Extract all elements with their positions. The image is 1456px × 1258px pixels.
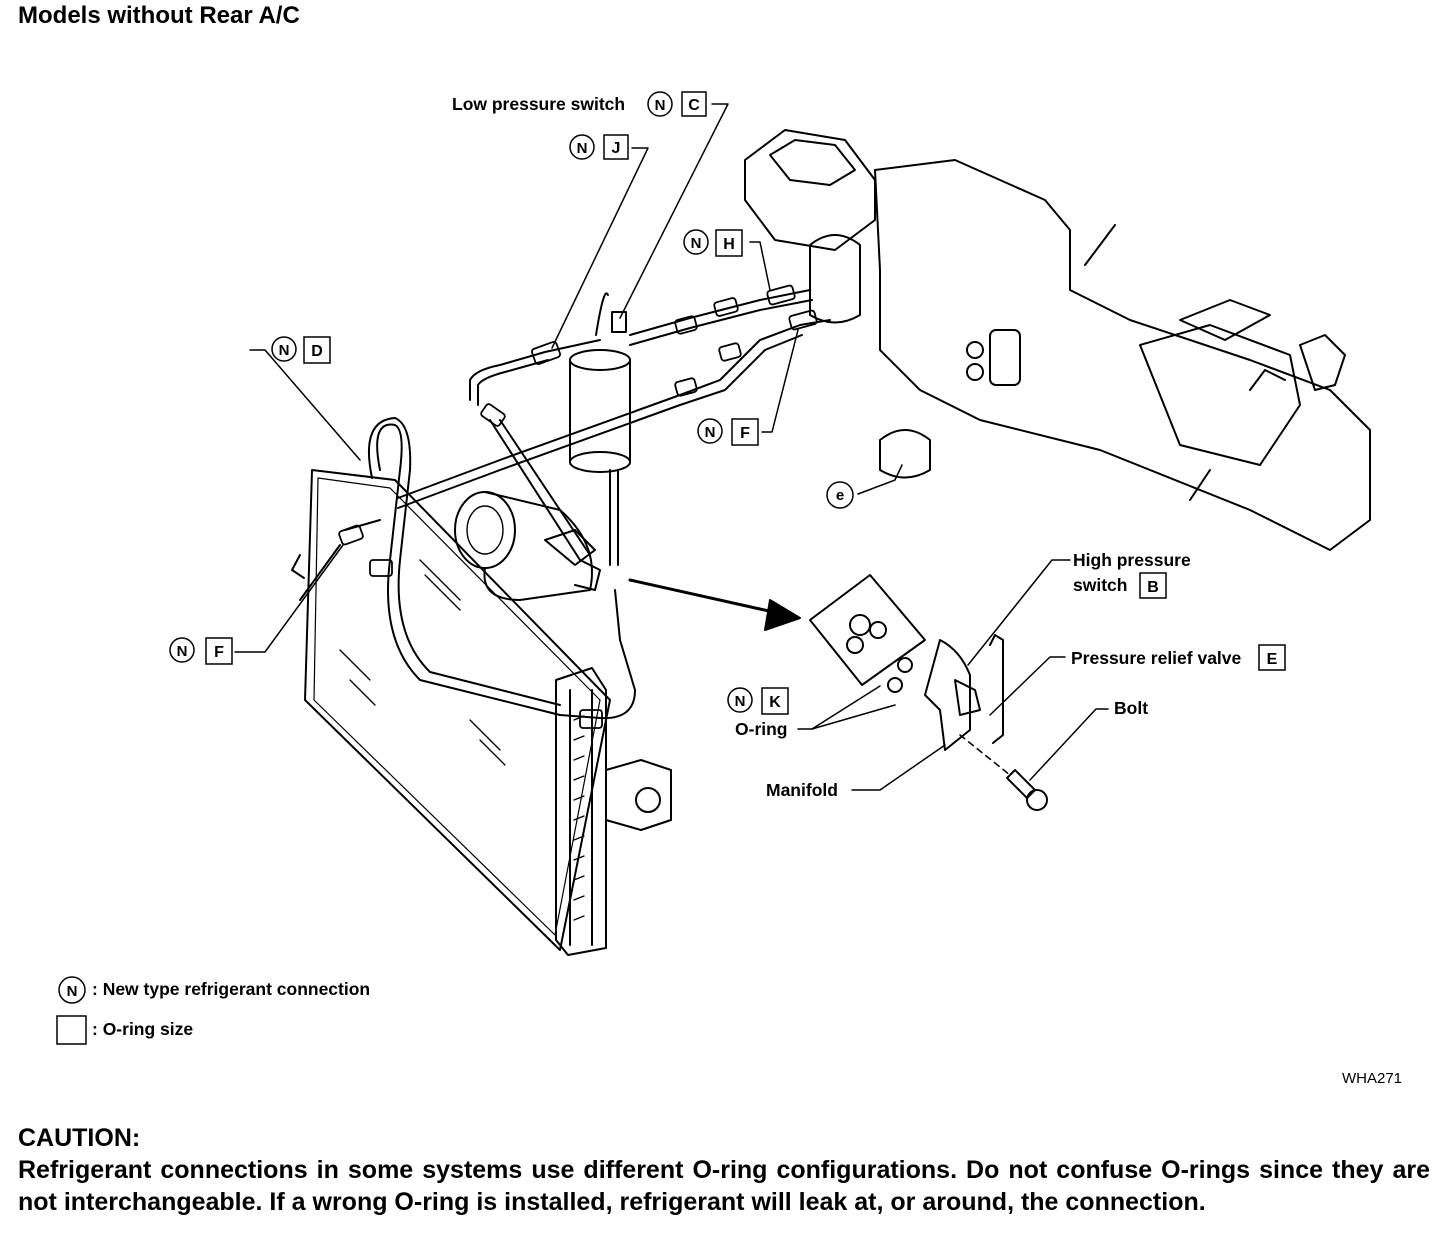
ac-system-diagram: Low pressure switch N C N J N H N D N F … xyxy=(56,91,1402,1087)
oring-size-badge: B xyxy=(1147,579,1159,596)
callout-h: N H xyxy=(683,229,743,257)
legend-n-symbol: N xyxy=(67,983,78,1000)
manifold-detail xyxy=(809,574,1048,811)
low-pressure-switch-label: Low pressure switch xyxy=(452,94,625,114)
pressure-relief-label: Pressure relief valve xyxy=(1071,648,1242,668)
leader-lines xyxy=(234,103,1109,791)
oring-size-badge: H xyxy=(723,236,735,253)
detail-arrow xyxy=(628,578,801,631)
new-type-badge: N xyxy=(279,342,290,359)
oring-size-badge: J xyxy=(612,140,621,157)
hvac-unit xyxy=(744,129,1371,551)
bolt-label: Bolt xyxy=(1114,698,1148,718)
new-type-badge: N xyxy=(177,643,188,660)
callout-pressure-relief-valve: Pressure relief valve E xyxy=(1071,644,1286,671)
legend-oring-size-text: : O-ring size xyxy=(92,1019,193,1039)
callout-f-lower: N F xyxy=(169,637,233,665)
high-pressure-label-line2: switch xyxy=(1073,575,1127,595)
new-type-badge: N xyxy=(705,424,716,441)
manifold-label: Manifold xyxy=(766,780,838,800)
callout-oring: N K O-ring xyxy=(727,687,789,739)
callout-d: N D xyxy=(271,336,331,364)
caution-block: CAUTION: Refrigerant connections in some… xyxy=(18,1122,1430,1218)
high-pressure-label-line1: High pressure xyxy=(1073,550,1191,570)
callout-f-upper: N F xyxy=(697,418,759,446)
callout-j: N J xyxy=(569,134,629,160)
callout-high-pressure-switch: High pressure switch B xyxy=(1073,550,1191,599)
legend-oring-box xyxy=(56,1015,87,1045)
new-type-badge: N xyxy=(691,235,702,252)
caution-heading: CAUTION: xyxy=(18,1124,141,1152)
new-type-badge: N xyxy=(735,693,746,710)
callout-low-pressure-switch: Low pressure switch N C xyxy=(452,91,707,117)
refrigerant-lines xyxy=(299,289,831,720)
oring-label: O-ring xyxy=(735,719,788,739)
caution-body: Refrigerant connections in some systems … xyxy=(18,1156,1430,1216)
page-title: Models without Rear A/C xyxy=(18,2,300,29)
oring-size-badge: D xyxy=(311,343,323,360)
legend: N : New type refrigerant connection : O-… xyxy=(56,976,370,1045)
new-type-badge: N xyxy=(655,97,666,114)
oring-size-badge: E xyxy=(1267,651,1278,668)
fittings xyxy=(338,284,818,729)
figure-code: WHA271 xyxy=(1342,1070,1402,1087)
legend-new-type-text: : New type refrigerant connection xyxy=(92,979,370,999)
receiver-drier xyxy=(569,292,631,473)
condenser xyxy=(291,469,672,956)
oring-size-badge: C xyxy=(688,97,700,114)
e-label: e xyxy=(836,487,844,504)
callout-e: e xyxy=(826,481,854,509)
oring-size-badge: F xyxy=(214,644,224,661)
oring-size-badge: F xyxy=(740,425,750,442)
compressor xyxy=(454,491,601,601)
oring-size-badge: K xyxy=(769,694,781,711)
new-type-badge: N xyxy=(577,140,588,157)
